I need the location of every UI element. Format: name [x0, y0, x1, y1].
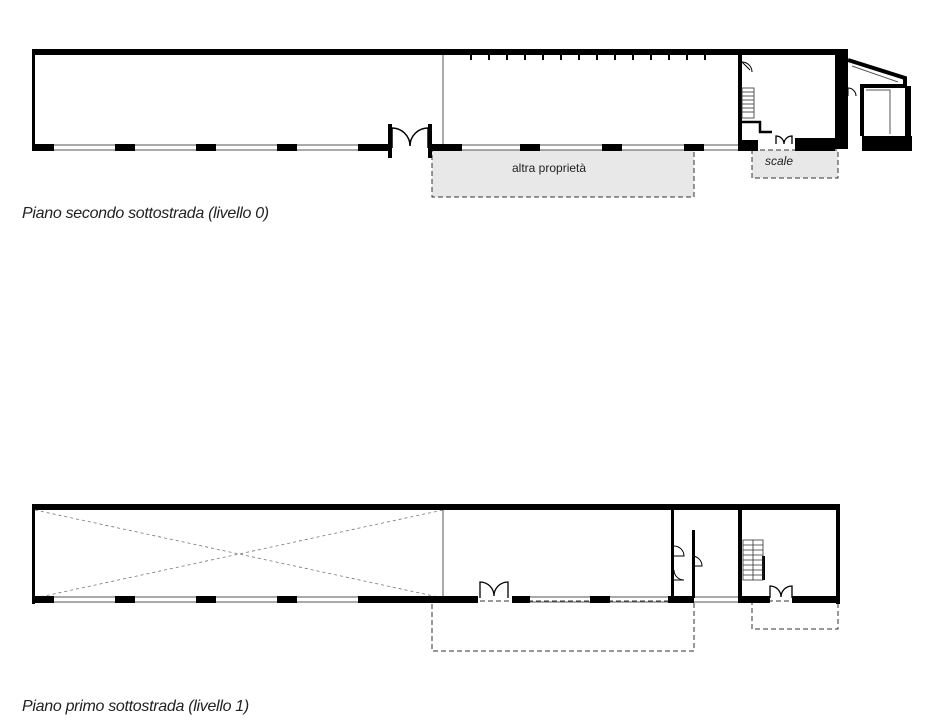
label-stairs: scale [765, 154, 793, 168]
wall-right [835, 49, 848, 149]
plan-level-1 [32, 504, 840, 652]
column-ticks [470, 55, 706, 60]
door-post-left [388, 124, 392, 158]
corridor-wall-right [692, 530, 695, 598]
door-post-right [428, 124, 432, 158]
right-door [839, 87, 857, 97]
double-door [479, 581, 509, 598]
stair-exit-door [769, 585, 793, 598]
corridor-wall-left [671, 510, 674, 598]
entrance-double-door [391, 127, 429, 148]
stair-door [741, 61, 753, 73]
annex-inner [851, 65, 899, 134]
corridor-door-2 [673, 555, 703, 581]
corridor-door-1 [673, 545, 685, 557]
plan-level-0: altra proprietà scale [32, 49, 912, 198]
label-other-property: altra proprietà [512, 161, 586, 175]
void-area [34, 509, 444, 599]
stairwell-wall [738, 55, 742, 145]
stairwell-inner-wall [742, 120, 772, 134]
other-property-area [431, 149, 695, 198]
outline-dashed-small [751, 600, 839, 630]
wall-bottom [32, 136, 912, 151]
windows-bottom [54, 596, 738, 603]
wall-right [836, 504, 840, 604]
stair-exit-door [775, 135, 793, 145]
wall-bottom [32, 596, 840, 603]
wall-top [32, 504, 840, 510]
windows-bottom [54, 144, 738, 151]
stairs-icon [741, 87, 755, 119]
outline-dashed-large [431, 600, 695, 652]
caption-level-1: Piano primo sottostrada (livello 1) [22, 698, 249, 715]
stairs-outside-area [751, 149, 839, 179]
wall-left [32, 49, 35, 149]
annex-wall [847, 58, 907, 136]
stairwell-wall [738, 510, 742, 598]
wall-top [32, 49, 838, 55]
annex-right-wall [905, 86, 911, 140]
stairwell-inner [762, 556, 765, 580]
wall-left [32, 504, 35, 604]
stairs-icon [742, 539, 764, 581]
caption-level-0: Piano secondo sottostrada (livello 0) [22, 205, 269, 222]
